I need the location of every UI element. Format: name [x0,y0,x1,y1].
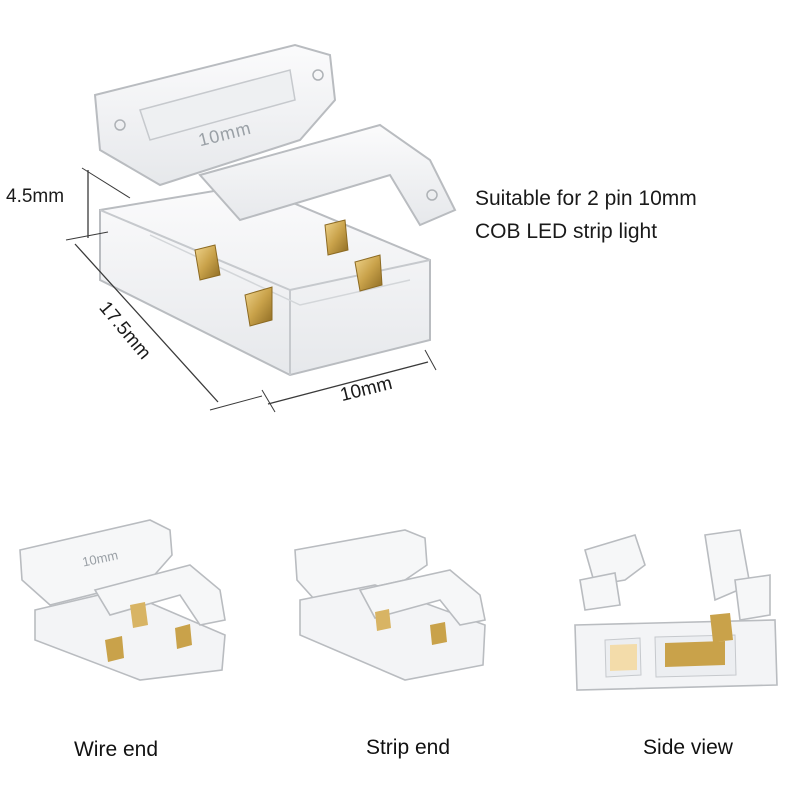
product-description: Suitable for 2 pin 10mm COB LED strip li… [475,182,795,248]
description-line-1: Suitable for 2 pin 10mm [475,187,697,210]
side-view-illustration [574,529,778,691]
dimension-lines [65,167,437,413]
caption-strip-end: Strip end [365,736,451,759]
wire-end-illustration [19,519,226,681]
dimension-height-label: 4.5mm [6,186,65,207]
description-line-2: COB LED strip light [475,220,658,243]
strip-end-illustration [294,529,486,681]
caption-wire-end: Wire end [73,738,159,761]
main-connector-illustration [93,43,457,377]
caption-side-view: Side view [643,736,733,759]
